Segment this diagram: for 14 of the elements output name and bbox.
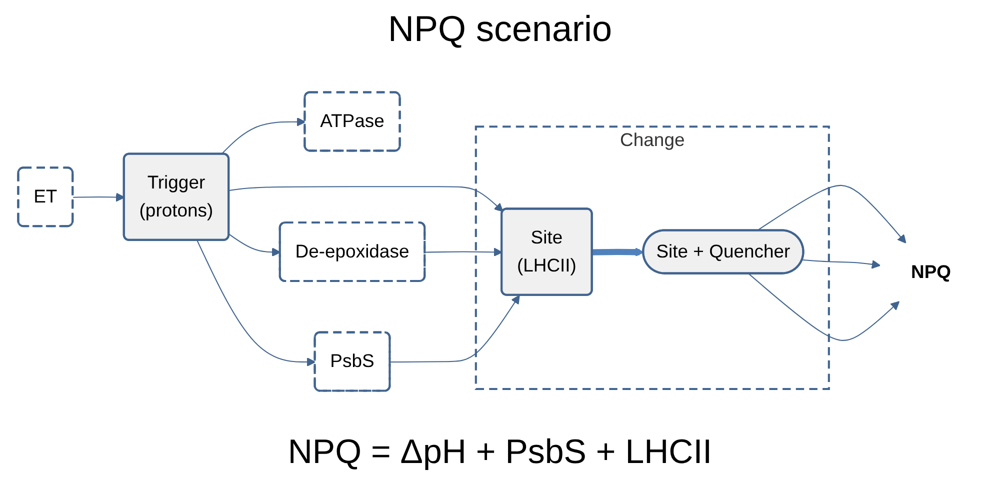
arrow — [229, 186, 504, 212]
node-text: NPQ — [910, 262, 952, 282]
arrow — [592, 248, 644, 257]
arrow — [390, 294, 520, 363]
arrow — [196, 240, 316, 366]
arrow — [748, 273, 900, 341]
diagram-title: NPQ scenario — [388, 8, 612, 50]
arrow — [425, 248, 502, 257]
arrow — [228, 234, 281, 257]
arrow — [802, 259, 881, 269]
arrow — [756, 184, 906, 244]
arrow — [220, 117, 306, 155]
equation-caption: NPQ = ΔpH + PsbS + LHCII — [288, 433, 712, 472]
arrow — [73, 192, 125, 202]
